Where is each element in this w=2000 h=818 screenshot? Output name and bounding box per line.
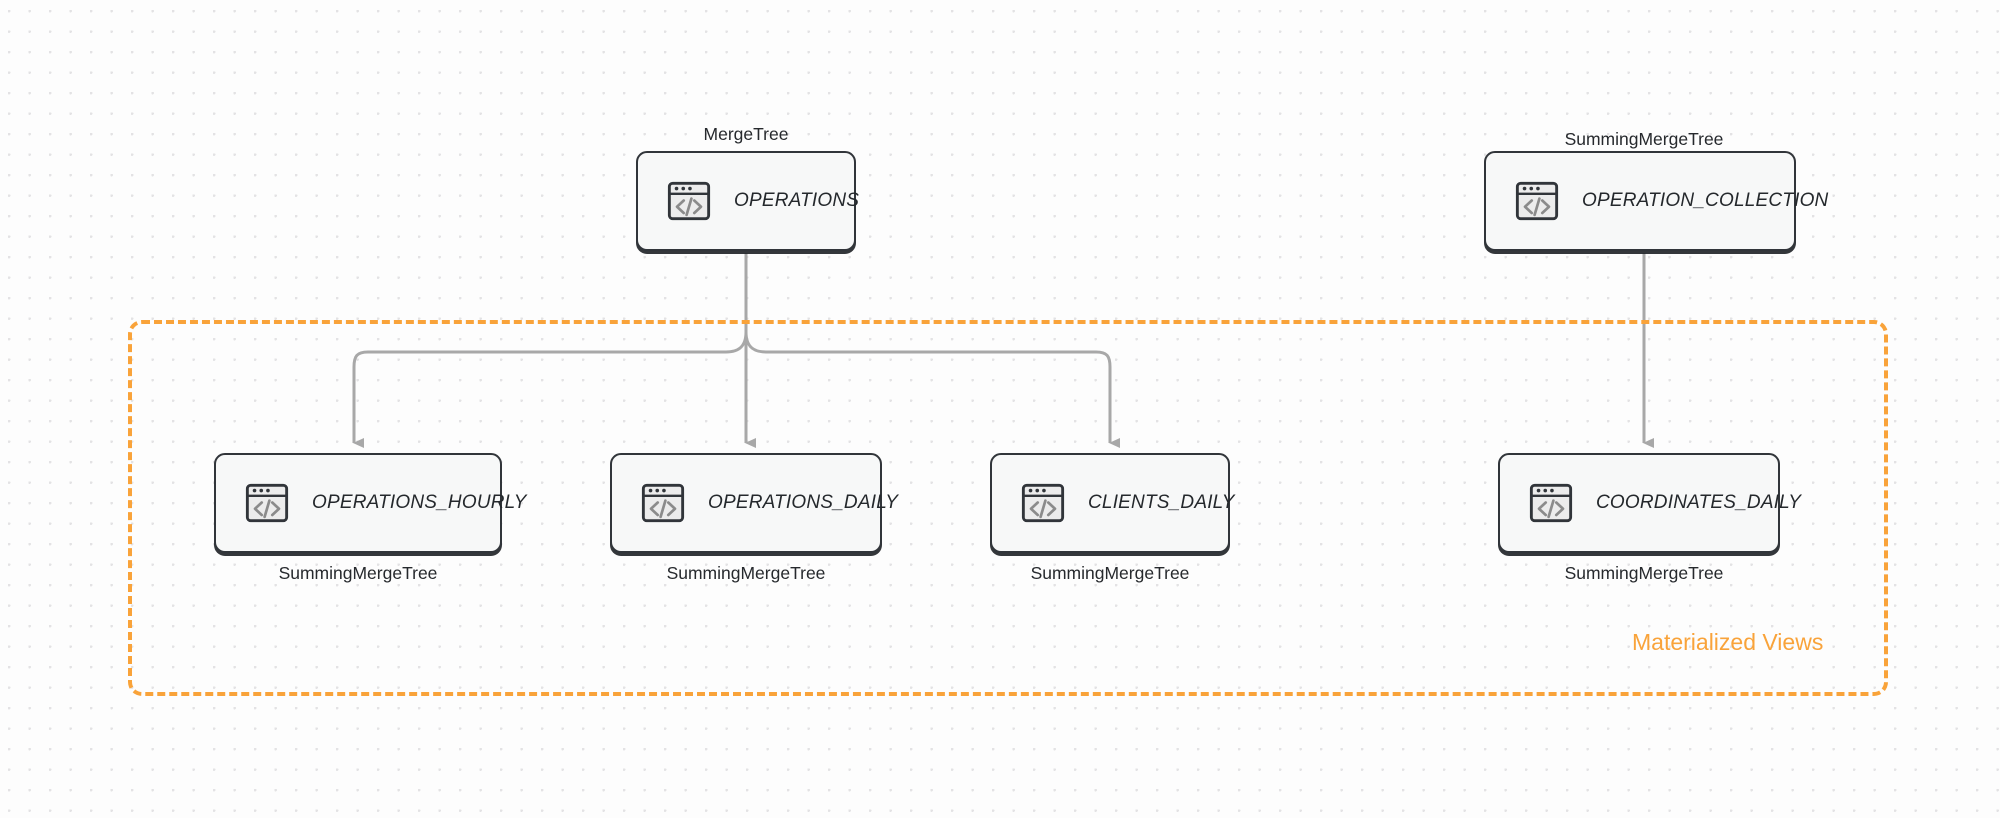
node-label-clients-daily: CLIENTS_DAILY <box>1088 492 1235 513</box>
code-window-icon <box>1515 181 1559 221</box>
code-window-icon <box>1529 483 1573 523</box>
node-label-operations: OPERATIONS <box>734 190 860 211</box>
code-window-icon <box>667 181 711 221</box>
engine-caption-operation-collection: SummingMergeTree <box>1564 129 1724 149</box>
materialized-views-group-label: Materialized Views <box>1632 629 1824 655</box>
engine-caption-coordinates-daily: SummingMergeTree <box>1564 563 1724 583</box>
code-window-icon <box>245 483 289 523</box>
node-label-operation-collection: OPERATION_COLLECTION <box>1582 190 1829 211</box>
engine-caption-clients-daily: SummingMergeTree <box>1030 563 1190 583</box>
node-operation-collection[interactable]: OPERATION_COLLECTION <box>1484 151 1828 251</box>
engine-caption-operations-daily: SummingMergeTree <box>666 563 826 583</box>
node-operations-daily[interactable]: OPERATIONS_DAILY <box>610 453 898 553</box>
node-clients-daily[interactable]: CLIENTS_DAILY <box>990 453 1234 553</box>
node-operations[interactable]: OPERATIONS <box>636 151 860 251</box>
node-coordinates-daily[interactable]: COORDINATES_DAILY <box>1498 453 1801 553</box>
materialized-views-group <box>128 320 1888 696</box>
code-window-icon <box>641 483 685 523</box>
code-window-icon <box>1021 483 1065 523</box>
node-operations-hourly[interactable]: OPERATIONS_HOURLY <box>214 453 526 553</box>
node-label-operations-hourly: OPERATIONS_HOURLY <box>312 492 527 513</box>
node-label-operations-daily: OPERATIONS_DAILY <box>708 492 899 513</box>
engine-caption-operations: MergeTree <box>703 124 789 144</box>
engine-caption-operations-hourly: SummingMergeTree <box>278 563 438 583</box>
node-label-coordinates-daily: COORDINATES_DAILY <box>1596 492 1802 513</box>
